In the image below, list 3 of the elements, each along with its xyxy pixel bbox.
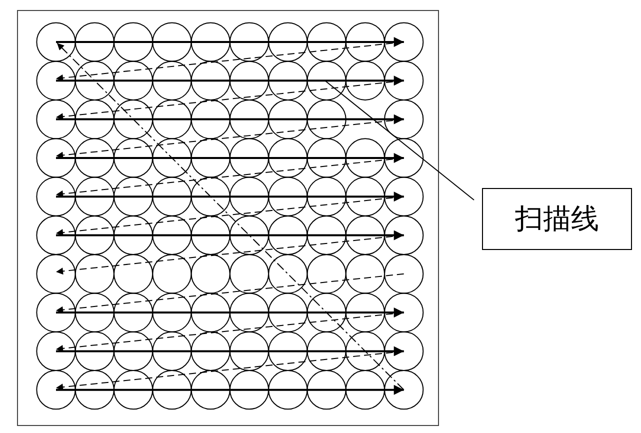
callout-box: 扫描线 bbox=[482, 188, 632, 250]
scan-line-arrow bbox=[56, 76, 404, 86]
leader-line bbox=[324, 80, 474, 200]
